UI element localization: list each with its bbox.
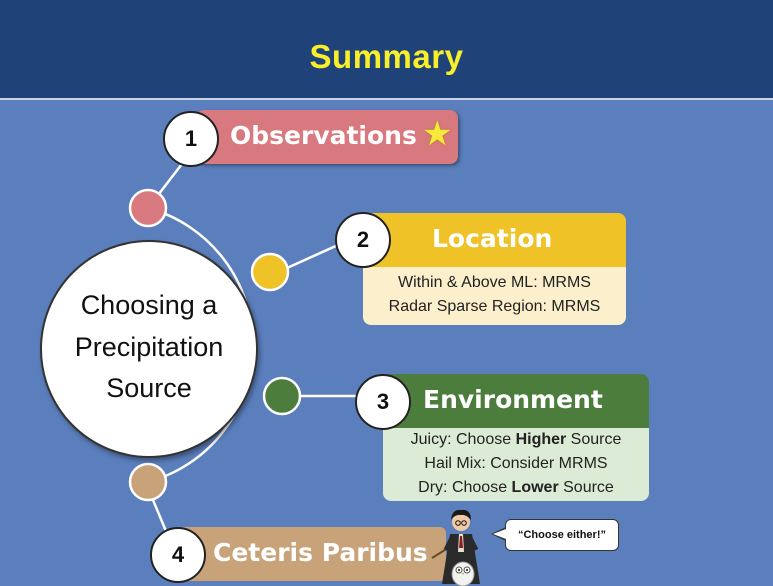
owl-icon [451, 561, 475, 586]
detail-text: Hail Mix: Consider MRMS [424, 455, 608, 472]
step-2-detail-1: Within & Above ML: MRMS [398, 274, 591, 291]
step-3-detail-2: Hail Mix: Consider MRMS [383, 455, 649, 473]
detail-text: Source [558, 479, 614, 496]
step-2-detail-2: Radar Sparse Region: MRMS [388, 298, 601, 315]
step-2-number: 2 [335, 212, 391, 268]
step-4-label: Ceteris Paribus [213, 538, 428, 567]
detail-text: Juicy: Choose [410, 431, 516, 448]
page-title: Summary [309, 38, 464, 75]
center-topic-circle: Choosing a Precipitation Source [40, 240, 258, 458]
step-2-banner: Location [363, 213, 626, 267]
step-3-label: Environment [423, 385, 603, 414]
step-3-banner: Environment [383, 374, 649, 428]
step-1-number: 1 [163, 111, 219, 167]
speech-bubble-tail-fill [493, 529, 506, 539]
step-1-banner: Observations ★ [196, 110, 458, 164]
step-3-detail-3: Dry: Choose Lower Source [383, 479, 649, 497]
step-3-details: Juicy: Choose Higher Source Hail Mix: Co… [383, 428, 649, 501]
star-icon: ★ [422, 114, 453, 154]
speech-bubble: “Choose either!” [505, 519, 619, 551]
header-bar: Summary [0, 0, 773, 100]
step-2-details: Within & Above ML: MRMS Radar Sparse Reg… [363, 267, 626, 325]
detail-text: Dry: Choose [418, 479, 512, 496]
detail-text: Source [566, 431, 622, 448]
detail-emphasis: Higher [515, 431, 567, 448]
node-dot-3 [262, 376, 302, 416]
node-dot-2 [250, 252, 290, 292]
wizard-character-icon [431, 509, 480, 584]
step-1-label: Observations [230, 121, 417, 150]
connector-spoke-1 [154, 159, 186, 200]
node-dot-1 [128, 188, 168, 228]
step-3-number: 3 [355, 374, 411, 430]
step-4-banner: Ceteris Paribus [178, 527, 446, 581]
step-2-label: Location [432, 224, 553, 253]
step-3-detail-1: Juicy: Choose Higher Source [383, 431, 649, 449]
step-4-number: 4 [150, 527, 206, 583]
center-line-1: Choosing a [80, 290, 218, 320]
detail-emphasis: Lower [511, 479, 559, 496]
center-line-2: Precipitation [74, 332, 224, 362]
node-dot-4 [128, 462, 168, 502]
connector-spoke-2 [286, 243, 339, 270]
center-line-3: Source [106, 373, 192, 403]
